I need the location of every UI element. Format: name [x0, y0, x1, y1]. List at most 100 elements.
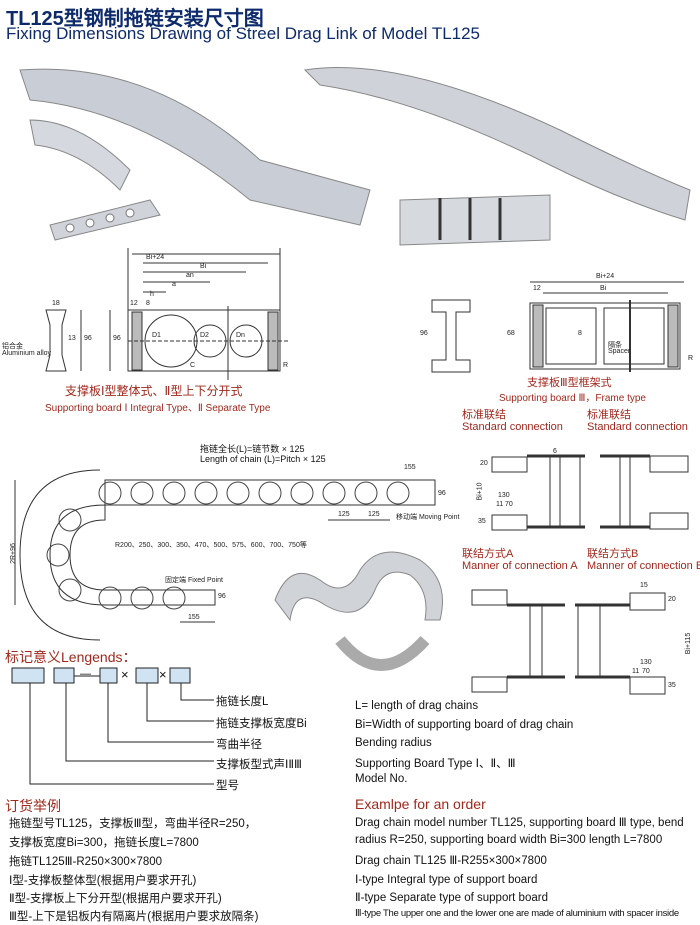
photo-chain-right — [303, 67, 691, 246]
standard-connection-2-en: Standard connection — [587, 421, 688, 433]
connection-b-en: Manner of connection B — [587, 560, 700, 572]
dim-an: an — [186, 272, 194, 279]
dim-130-a: 130 — [498, 492, 510, 499]
legend-en-radius: Bending radius — [355, 737, 432, 749]
label-c: C — [190, 362, 196, 369]
dim3-8: 8 — [578, 330, 582, 337]
legend-sep-dash: — — [80, 668, 91, 680]
bending-radii: R200、250、300、350、470、500、575、600、700、750… — [115, 542, 307, 549]
legend-zh-width: 拖链支撑板宽度Bi — [216, 718, 307, 730]
order-en-line-5: Ⅱ-type Separate type of support board — [355, 892, 548, 904]
legend-sep-times-1: × — [121, 667, 129, 682]
order-zh-line-2: 支撑板宽度Bi=300，拖链长度L=7800 — [9, 837, 199, 849]
dim3-bi: Bi — [600, 285, 607, 292]
standard-connection-1-zh: 标准联结 — [462, 409, 506, 421]
chain-length-en: Length of chain (L)=Pitch × 125 — [200, 454, 326, 464]
order-zh-line-1: 拖链型号TL125，支撑板Ⅲ型，弯曲半径R=250， — [9, 818, 257, 830]
order-title-en: Examlpe for an order — [355, 796, 486, 812]
dim-8: 8 — [146, 300, 150, 307]
order-en-line-6: Ⅲ-type The upper one and the lower one a… — [355, 908, 679, 919]
standard-connection-2-zh: 标准联结 — [587, 409, 631, 421]
board12-caption-zh: 支撑板Ⅰ型整体式、Ⅱ型上下分开式 — [65, 384, 243, 398]
dim-bi-115: Bi+115 — [685, 632, 693, 655]
order-en-line-3: Drag chain TL125 Ⅲ-R255×300×7800 — [355, 855, 547, 867]
dim-2r-96: 2R+96 — [9, 543, 17, 564]
dim-20-b: 20 — [668, 596, 676, 603]
dim-bi-10: Bi+10 — [476, 482, 484, 501]
dim-96-b: 96 — [113, 335, 121, 342]
order-zh-line-4: Ⅰ型-支撑板整体型(根据用户要求开孔) — [9, 875, 197, 887]
title-en: Fixing Dimensions Drawing of Streel Drag… — [6, 24, 481, 43]
dim3-96: 96 — [420, 330, 428, 337]
connection-a-en: Manner of connection A — [462, 560, 578, 572]
order-en-line-2: radius R=250, supporting board width Bi=… — [355, 834, 663, 846]
dim-15-b: 15 — [640, 582, 648, 589]
order-zh-line-3: 拖链TL125Ⅲ-R250×300×7800 — [9, 856, 163, 868]
dim-a: a — [172, 281, 176, 288]
legend-code-diagram — [11, 667, 214, 785]
dim3-r: R — [688, 355, 694, 362]
label-d2: D2 — [200, 332, 209, 339]
dim-35-a: 35 — [478, 518, 486, 525]
dim-96-bottom: 96 — [218, 593, 226, 600]
spacer-zh: 隔条 — [608, 342, 622, 349]
photo-chain-left — [19, 68, 371, 241]
dim3-bi-24: Bi+24 — [596, 273, 615, 280]
order-zh-line-6: Ⅲ型-上下是铝板内有隔离片(根据用户要求放隔条) — [9, 911, 259, 923]
moving-point-label: 移动端 Moving Point — [396, 514, 460, 521]
chain-side-drawing — [14, 469, 436, 641]
dim3-12: 12 — [533, 285, 541, 292]
board-type-3-drawing — [431, 281, 684, 373]
dim-11-a: 11 — [496, 501, 504, 508]
dim-96-top: 96 — [438, 490, 446, 497]
legend-zh-type: 支撑板型式声ⅠⅡⅢ — [216, 759, 302, 771]
dim-h: h — [150, 291, 154, 298]
board3-caption-zh: 支撑板Ⅲ型框架式 — [527, 377, 612, 389]
connection-b-zh: 联结方式B — [587, 548, 639, 560]
chain-length-zh: 拖链全长(L)=链节数 × 125 — [200, 444, 305, 454]
dim-96: 96 — [84, 335, 92, 342]
dim-155-bottom: 155 — [188, 614, 200, 621]
label-r: R — [283, 362, 289, 369]
legends-title: 标记意义Lengends： — [5, 649, 137, 665]
dim-130-b: 130 — [640, 659, 652, 666]
legend-sep-times-2: × — [159, 667, 167, 682]
order-title-zh: 订货举例 — [5, 798, 61, 814]
legend-zh-length: 拖链长度L — [216, 696, 269, 708]
label-dn: Dn — [236, 332, 245, 339]
dim-18: 18 — [52, 300, 60, 307]
dim-13: 13 — [68, 335, 76, 342]
legend-zh-radius: 弯曲半径 — [216, 739, 262, 751]
dim-35-b: 35 — [668, 682, 676, 689]
connection-drawings — [471, 454, 689, 695]
legend-en-width: Bi=Width of supporting board of drag cha… — [355, 719, 574, 731]
alloy-en: Aluminium alloy — [2, 350, 52, 357]
pitch-125-b: 125 — [368, 511, 380, 518]
spacer-en: Spacer — [608, 348, 631, 355]
label-d1: D1 — [152, 332, 161, 339]
legend-en-length: L= length of drag chains — [355, 700, 479, 712]
order-en-line-1: Drag chain model number TL125, supportin… — [355, 817, 684, 829]
dim-70-b: 70 — [642, 668, 650, 675]
alloy-zh: 铝合金 — [2, 343, 23, 350]
legend-zh-model: 型号 — [216, 780, 239, 792]
photo-s-chain — [274, 551, 443, 622]
board12-caption-en: Supporting board Ⅰ Integral Type、Ⅱ Separ… — [45, 403, 271, 414]
legend-en-model: Model No. — [355, 773, 408, 785]
dim-155-top: 155 — [404, 464, 416, 471]
dim-6-a: 6 — [553, 448, 557, 455]
dim-12: 12 — [130, 300, 138, 307]
board3-caption-en: Supporting board Ⅲ，Frame type — [499, 393, 646, 404]
legend-en-type: Supporting Board Type Ⅰ、Ⅱ、Ⅲ — [355, 758, 516, 770]
dim-70-a: 70 — [505, 501, 513, 508]
dim3-68: 68 — [507, 330, 515, 337]
photo-s-chain-lower — [335, 635, 430, 671]
title-zh: TL125型钢制拖链安装尺寸图 — [6, 8, 264, 30]
pitch-125-a: 125 — [338, 511, 350, 518]
connection-a-zh: 联结方式A — [462, 548, 514, 560]
standard-connection-1-en: Standard connection — [462, 421, 563, 433]
order-zh-line-5: Ⅱ型-支撑板上下分开型(根据用户要求开孔) — [9, 893, 222, 905]
dim-bi-24: Bi+24 — [146, 254, 165, 261]
